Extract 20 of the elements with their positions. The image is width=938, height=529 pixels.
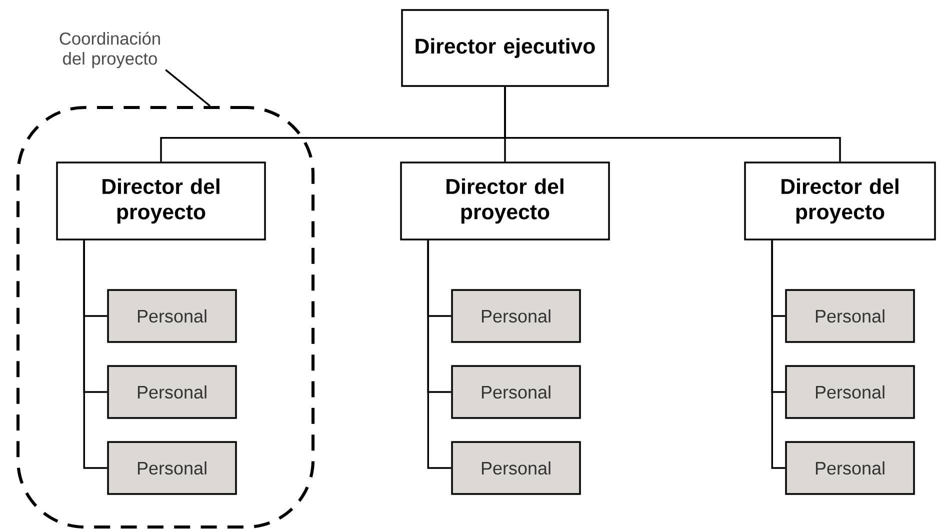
connector-line: [83, 240, 108, 469]
director-box: Director del proyecto: [400, 162, 610, 240]
staff-box: Personal: [785, 365, 915, 419]
staff-box: Personal: [451, 441, 581, 495]
director-box: Director del proyecto: [744, 162, 936, 240]
staff-box: Personal: [107, 289, 237, 343]
leader-line: [165, 69, 211, 107]
callout-text: Coordinación del proyecto: [60, 32, 160, 68]
connector-line: [427, 240, 452, 469]
staff-box: Personal: [451, 289, 581, 343]
dashed-boundary: [16, 106, 315, 529]
staff-box: Personal: [107, 365, 237, 419]
director-box: Director del proyecto: [56, 162, 266, 240]
staff-box: Personal: [451, 365, 581, 419]
staff-box: Personal: [107, 441, 237, 495]
connector-line: [771, 240, 786, 469]
staff-box: Personal: [785, 441, 915, 495]
staff-box: Personal: [785, 289, 915, 343]
executive-box: Director ejecutivo: [401, 9, 609, 87]
connector-line: [504, 86, 841, 162]
